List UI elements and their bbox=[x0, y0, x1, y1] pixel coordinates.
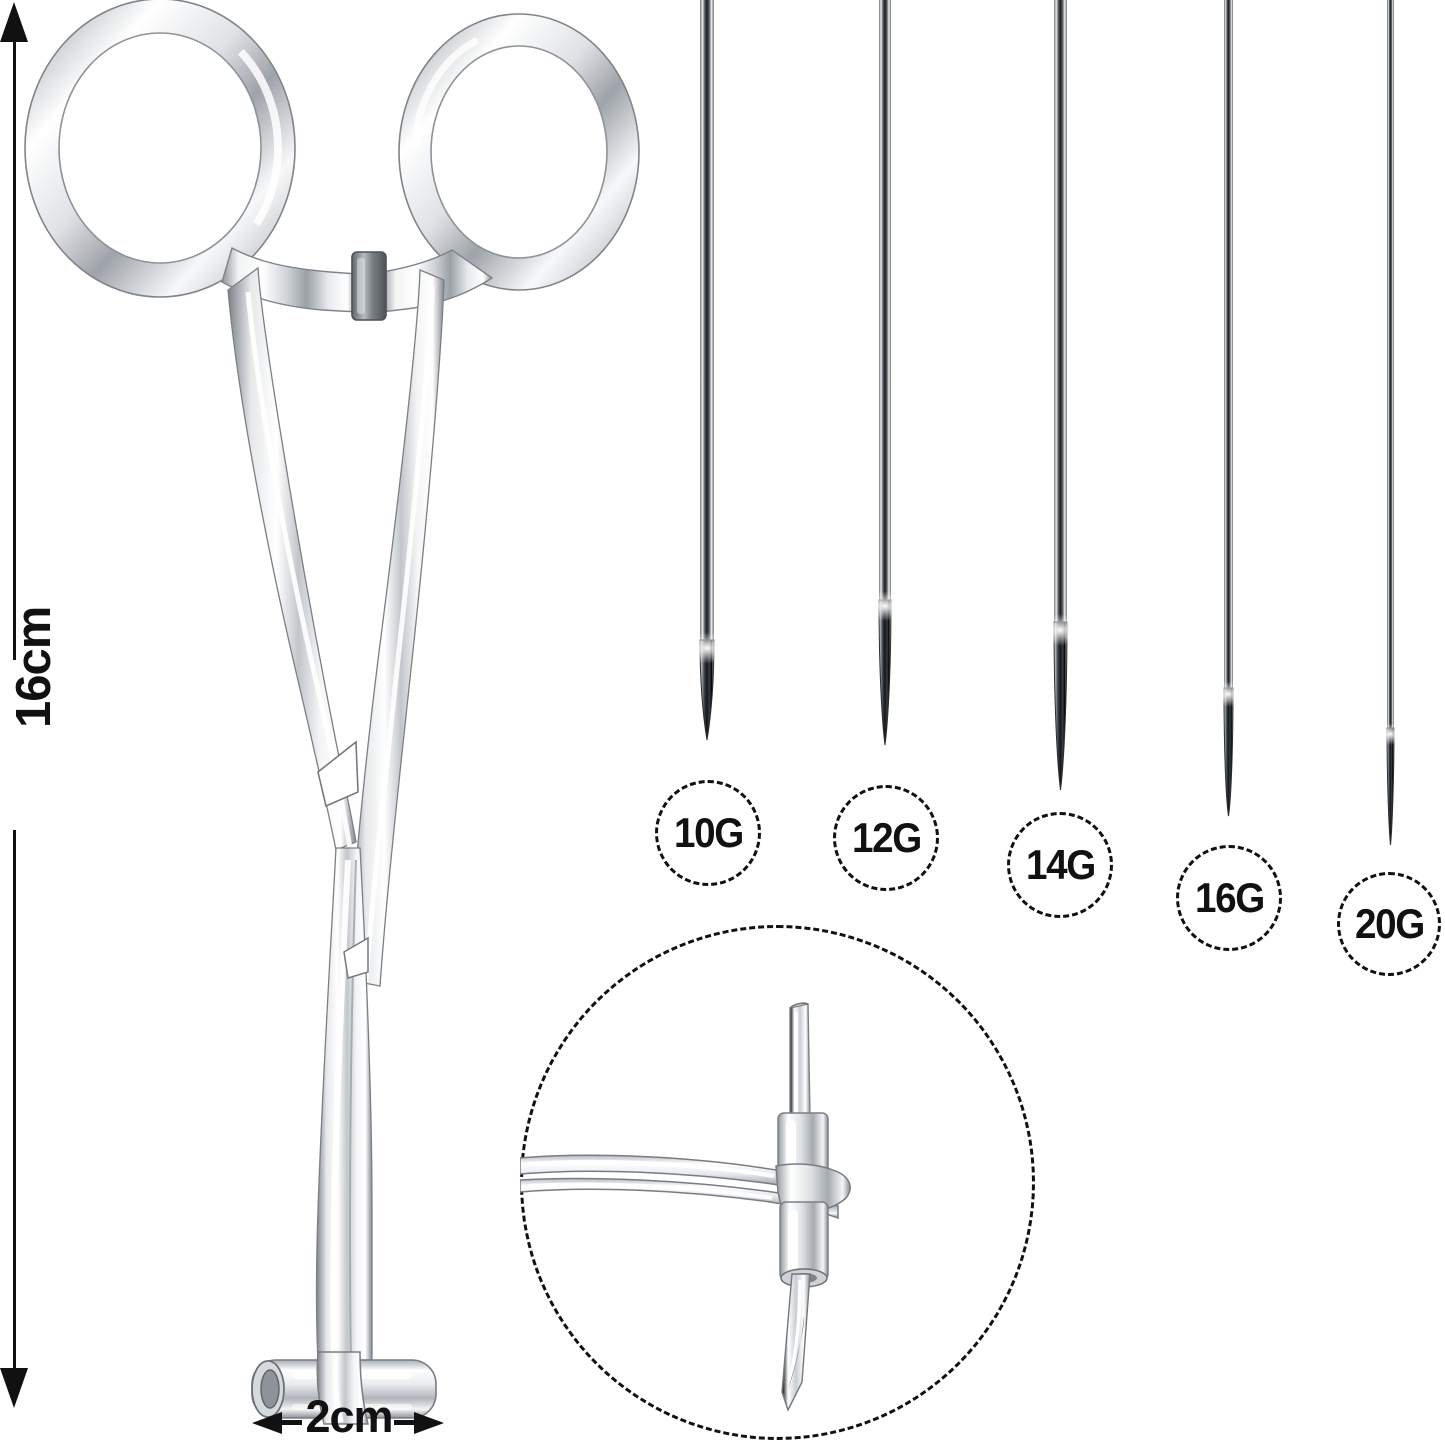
magnified-tip-detail-artwork bbox=[519, 930, 1040, 1442]
forceps-ring-right bbox=[398, 13, 640, 291]
dimension-width-label: 2cm bbox=[305, 1391, 393, 1442]
detail-forceps-jaw bbox=[519, 1154, 839, 1220]
forceps-ring-left bbox=[24, 0, 296, 298]
needle-12g bbox=[866, 0, 904, 746]
dimension-width: 2cm bbox=[250, 1394, 446, 1444]
needle-14g bbox=[1040, 0, 1080, 791]
forceps-shaft-right bbox=[347, 269, 445, 987]
forceps-lower-shaft bbox=[315, 847, 373, 1361]
forceps-cross-notch-upper bbox=[317, 740, 359, 808]
gauge-badge-12g: 12G bbox=[833, 785, 939, 891]
gauge-badge-20g: 20G bbox=[1337, 872, 1441, 976]
arrow-left-icon bbox=[252, 1412, 282, 1434]
arrow-down-icon bbox=[0, 1368, 28, 1408]
gauge-badge-10g: 10G bbox=[655, 780, 761, 886]
piercing-forceps-illustration bbox=[0, 0, 680, 1444]
gauge-label-12g: 12G bbox=[851, 814, 922, 861]
needle-10g bbox=[687, 0, 727, 741]
detail-needle-upper bbox=[789, 1002, 811, 1117]
forceps-pivot-joint bbox=[351, 251, 387, 321]
gauge-label-16g: 16G bbox=[1194, 874, 1265, 921]
arrow-right-icon bbox=[414, 1412, 444, 1434]
gauge-badge-16g: 16G bbox=[1176, 845, 1282, 951]
dimension-width-line-right bbox=[394, 1420, 416, 1425]
gauge-label-14g: 14G bbox=[1025, 841, 1096, 888]
gauge-label-10g: 10G bbox=[673, 809, 744, 856]
arrow-up-icon bbox=[0, 2, 28, 42]
forceps-cross-notch-lower bbox=[343, 936, 369, 979]
needle-16g bbox=[1213, 0, 1243, 817]
dimension-width-line-left bbox=[280, 1420, 302, 1425]
needle-20g bbox=[1377, 0, 1403, 846]
gauge-label-20g: 20G bbox=[1354, 900, 1425, 947]
dimension-length-label-backdrop bbox=[0, 660, 30, 830]
forceps-tip-tube bbox=[251, 1351, 437, 1425]
gauge-badge-14g: 14G bbox=[1007, 812, 1113, 918]
detail-needle-lower-tip bbox=[781, 1273, 811, 1412]
